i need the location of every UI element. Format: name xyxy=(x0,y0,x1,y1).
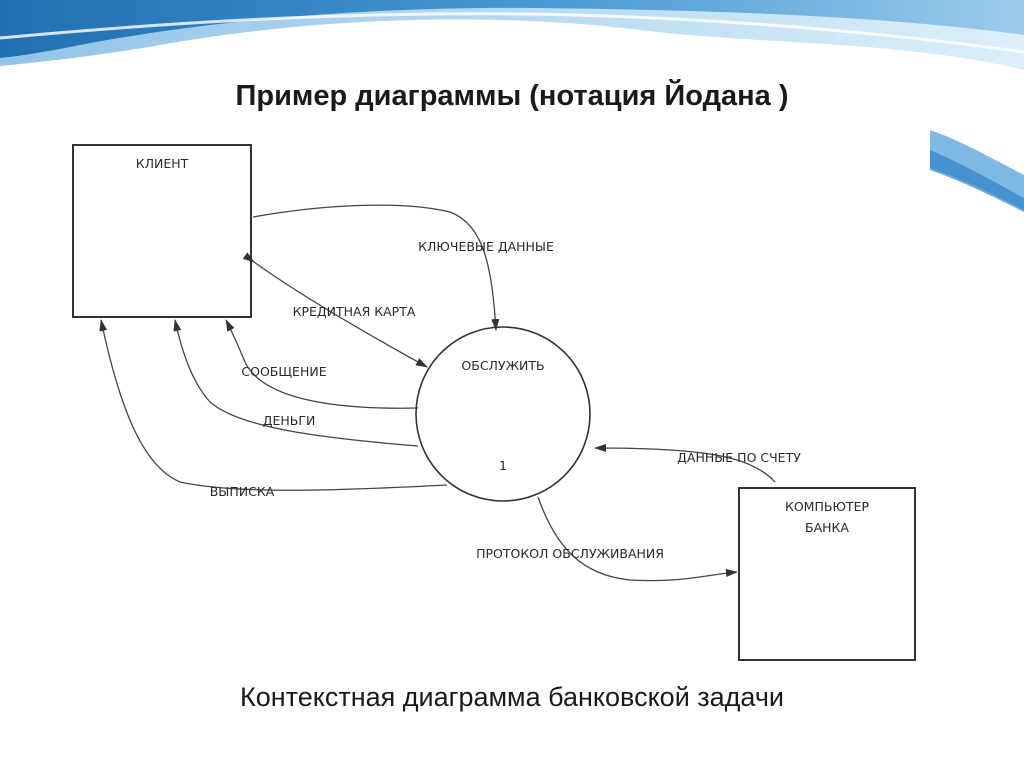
flow-message-label: СООБЩЕНИЕ xyxy=(241,364,326,379)
bank-label-line1: КОМПЬЮТЕР xyxy=(785,499,870,514)
flow-account-data-label: ДАННЫЕ ПО СЧЕТУ xyxy=(677,450,801,465)
flow-account-data-arrow xyxy=(594,444,776,483)
flow-money-label: ДЕНЬГИ xyxy=(263,413,316,428)
flow-statement-label: ВЫПИСКА xyxy=(210,484,275,499)
flow-service-log-arrow xyxy=(537,496,738,582)
process-number: 1 xyxy=(499,458,507,473)
flow-message-arrow xyxy=(225,319,419,409)
flow-key-data-arrow xyxy=(252,204,500,331)
client-label: КЛИЕНТ xyxy=(136,156,189,171)
flow-money-arrow xyxy=(173,319,419,447)
bank-label-line2: БАНКА xyxy=(805,520,849,535)
flow-credit-card-arrow xyxy=(242,252,428,368)
process-serve: ОБСЛУЖИТЬ 1 xyxy=(415,326,591,502)
bank-computer-entity: КОМПЬЮТЕР БАНКА xyxy=(738,487,916,661)
client-entity: КЛИЕНТ xyxy=(72,144,252,318)
flow-statement-arrow xyxy=(99,319,448,491)
diagram-caption: Контекстная диаграмма банковской задачи xyxy=(239,682,785,712)
slide-title: Пример диаграммы (нотация Йодана ) xyxy=(235,80,789,112)
flow-key-data-label: КЛЮЧЕВЫЕ ДАННЫЕ xyxy=(418,239,554,254)
flow-credit-card-label: КРЕДИТНАЯ КАРТА xyxy=(293,304,416,319)
process-name: ОБСЛУЖИТЬ xyxy=(461,358,544,373)
flow-service-log-label: ПРОТОКОЛ ОБСЛУЖИВАНИЯ xyxy=(476,546,664,561)
